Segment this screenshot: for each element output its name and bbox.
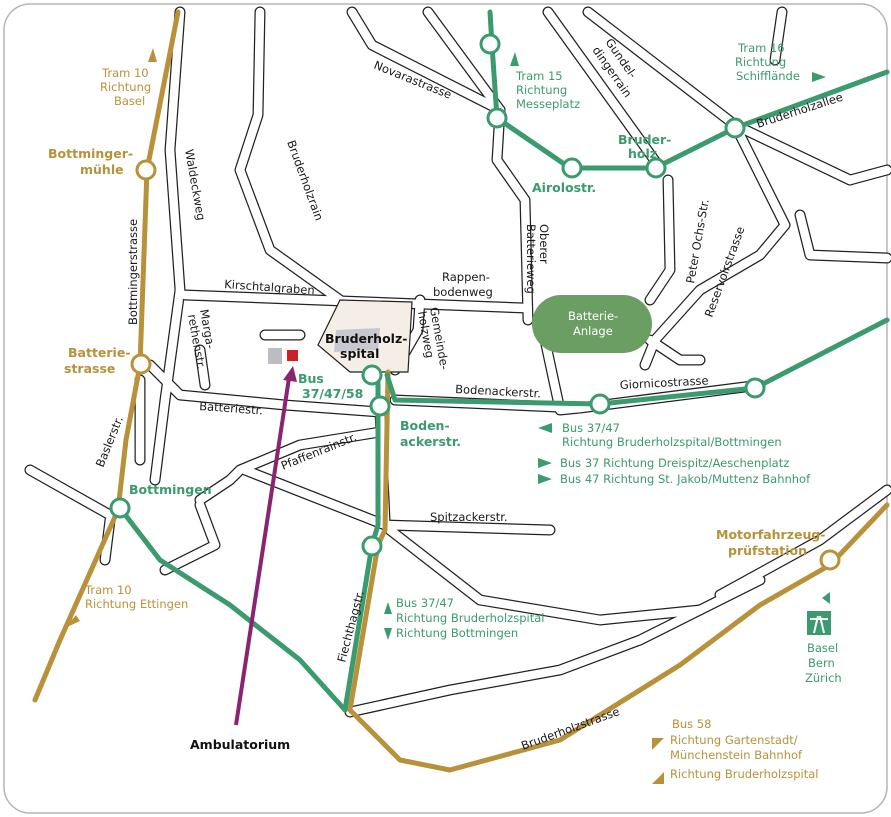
- label-oberer-2: Batterieweg: [524, 224, 538, 294]
- label-kirschtalgraben: Kirschtalgraben: [224, 277, 315, 297]
- stop-motorfahrzeug[interactable]: [819, 549, 841, 571]
- tram15-1: Tram 15: [515, 69, 563, 83]
- tram10-basel-3: Basel: [114, 94, 145, 108]
- arrow-bus58-down: [652, 738, 664, 750]
- stop-bruderholz[interactable]: [645, 157, 667, 179]
- label-batteriestrasse-2: strasse: [64, 361, 115, 376]
- label-bodenackerstr-2: ackerstr.: [400, 434, 461, 449]
- bus-line-bottmingen: [117, 505, 348, 713]
- arrow-tram16: [812, 72, 826, 82]
- bus3747c-2: Richtung Bruderholzspital: [396, 611, 544, 625]
- arrow-bus-west: [538, 423, 552, 433]
- label-oberer-1: Oberer: [537, 224, 551, 264]
- tram16-3: Schifflände: [736, 69, 800, 83]
- label-bodenackerstr-1: Boden-: [400, 418, 450, 433]
- label-bodenackerstr: Bodenackerstr.: [455, 382, 541, 400]
- label-marga-1: Marga-: [197, 308, 218, 350]
- stop-bruderholzspital[interactable]: [361, 364, 383, 386]
- stop-batteriestrasse[interactable]: [130, 353, 152, 375]
- label-batteriestrasse-1: Batterie-: [68, 345, 131, 360]
- highway-sign: [807, 611, 831, 635]
- tram10-basel-1: Tram 10: [101, 66, 149, 80]
- arrow-tram10-basel: [148, 48, 157, 62]
- bus58-3: Münchenstein Bahnhof: [670, 748, 803, 762]
- ambulatorium-marker: [287, 350, 298, 361]
- tram10-ettingen-2: Richtung Ettingen: [85, 597, 188, 611]
- hospital-building: [334, 328, 380, 352]
- label-giornicostrasse: Giornicostrasse: [619, 373, 708, 392]
- arrow-bus-south: [384, 628, 392, 640]
- stop-bottmingermuehle[interactable]: [135, 159, 157, 181]
- stop-east[interactable]: [744, 377, 766, 399]
- stop-bodenackerstr[interactable]: [369, 395, 391, 417]
- ambulatorium-building: [268, 348, 282, 364]
- label-bottmingermuehle-2: mühle: [80, 162, 124, 177]
- direction-labels: Tram 10 Richtung Basel Tram 15 Richtung …: [84, 41, 842, 781]
- tram10-basel-2: Richtung: [100, 80, 151, 94]
- label-bruderholz-2: holz: [628, 146, 657, 161]
- stop-bottmingen[interactable]: [109, 497, 131, 519]
- label-hospital-2: spital: [340, 346, 379, 361]
- bus3747c-1: Bus 37/47: [396, 596, 454, 610]
- bus58-4: Richtung Bruderholzspital: [670, 767, 818, 781]
- stop-spitzacker[interactable]: [361, 535, 383, 557]
- label-bruderholz-1: Bruder-: [618, 132, 671, 147]
- label-spitzackerstr: Spitzackerstr.: [430, 510, 508, 524]
- label-hospital-1: Bruderholz-: [325, 331, 407, 346]
- tram16-1: Tram 16: [737, 41, 785, 55]
- tram15-3: Messeplatz: [516, 97, 580, 111]
- label-bottmingen: Bottmingen: [129, 482, 212, 497]
- label-bus-1: Bus: [298, 371, 324, 386]
- arrow-bus37-east: [538, 458, 552, 468]
- highway-2: Bern: [808, 656, 835, 670]
- label-bottmingerstrasse: Bottmingerstrasse: [126, 219, 140, 325]
- tram15-2: Richtung: [516, 83, 567, 97]
- direction-arrows: [65, 48, 830, 784]
- arrow-tram10-ettingen: [65, 615, 80, 628]
- stop-bruderholzallee[interactable]: [724, 117, 746, 139]
- bus58-2: Richtung Gartenstadt/: [670, 733, 798, 747]
- stop-north[interactable]: [479, 33, 501, 55]
- battery-park: [532, 295, 652, 353]
- arrow-highway: [822, 592, 830, 604]
- landmark-labels: Bruderholz- spital Batterie- Anlage Ambu…: [190, 309, 618, 752]
- stop-labels: Bottminger- mühle Batterie- strasse Bott…: [48, 132, 825, 558]
- label-motor-2: prüfstation: [728, 543, 807, 558]
- bus3747a-1: Bus 37/47: [562, 421, 620, 435]
- arrow-bus-north: [384, 602, 392, 614]
- label-bus-2: 37/47/58: [302, 386, 363, 401]
- label-bottmingermuehle-1: Bottminger-: [48, 146, 133, 161]
- arrow-bus47-east: [538, 474, 552, 484]
- label-motor-1: Motorfahrzeug-: [716, 527, 825, 542]
- arrow-bus58-up: [652, 772, 664, 784]
- tram10-ettingen-1: Tram 10: [84, 583, 132, 597]
- label-battery-2: Anlage: [573, 324, 613, 338]
- bus3747c-3: Richtung Bottmingen: [396, 626, 518, 640]
- stops: [109, 33, 841, 571]
- label-rappen-2: bodenweg: [433, 285, 493, 299]
- highway-3: Zürich: [805, 671, 842, 685]
- label-ambulatorium: Ambulatorium: [190, 737, 290, 752]
- tram16-2: Richtung: [735, 55, 786, 69]
- label-batteriestr: Batteriestr.: [199, 399, 264, 417]
- bus58-1: Bus 58: [672, 717, 711, 731]
- label-airolostr: Airolostr.: [532, 180, 596, 195]
- label-battery-1: Batterie-: [568, 309, 618, 323]
- stop-giornicostrasse[interactable]: [589, 393, 611, 415]
- bus37b: Bus 37 Richtung Dreispitz/Aeschenplatz: [560, 456, 789, 470]
- bus-line-37-47-south: [342, 377, 381, 713]
- bus3747a-2: Richtung Bruderholzspital/Bottmingen: [562, 435, 782, 449]
- stop-airolostr[interactable]: [561, 157, 583, 179]
- highway-1: Basel: [807, 641, 838, 655]
- stop-novarastrasse[interactable]: [486, 107, 508, 129]
- label-rappen-1: Rappen-: [442, 270, 490, 284]
- arrow-tram15: [510, 52, 519, 66]
- bus47b: Bus 47 Richtung St. Jakob/Muttenz Bahnho…: [560, 472, 811, 486]
- ambulatorium-pointer: [234, 366, 297, 726]
